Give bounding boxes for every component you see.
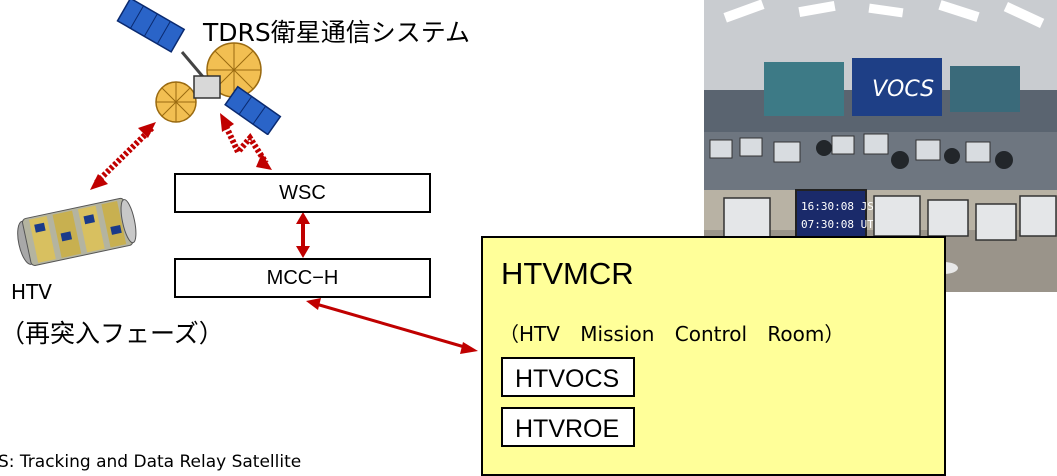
screen-clock-utc: 07:30:08 UTC [801,218,880,231]
htv-spacecraft-image [17,197,137,266]
htv-phase: （再突入フェーズ） [0,319,224,348]
tdrs-wsc-link [220,113,272,170]
htvmcr-panel: HTVMCR （HTV Mission Control Room） HTVOCS… [481,236,946,476]
control-room-photo: VOCS 16:30:08 JST 07:30:08 UTC [704,0,1057,292]
mcch-mcr-link [306,298,478,354]
mcch-label: MCC−H [266,266,339,289]
screen-clock-jst: 16:30:08 JST [801,200,881,213]
footnote: S: Tracking and Data Relay Satellite [0,452,302,472]
mcch-box: MCC−H [174,258,431,298]
htv-name: HTV [11,280,52,304]
mcr-subtitle: （HTV Mission Control Room） [499,322,845,346]
tdrs-satellite-image [116,0,282,135]
wsc-box: WSC [174,173,431,213]
htvocs-box: HTVOCS [501,357,635,397]
htvocs-label: HTVOCS [515,365,620,393]
wsc-mcch-link [296,212,310,258]
htvroe-box: HTVROE [501,407,635,447]
tdrs-title: TDRS衛星通信システム [203,18,471,47]
tdrs-htv-link [90,122,156,190]
wall-screen-text: VOCS [872,77,934,102]
mcr-title: HTVMCR [501,256,634,291]
wsc-label: WSC [279,181,326,204]
htvroe-label: HTVROE [515,415,620,443]
